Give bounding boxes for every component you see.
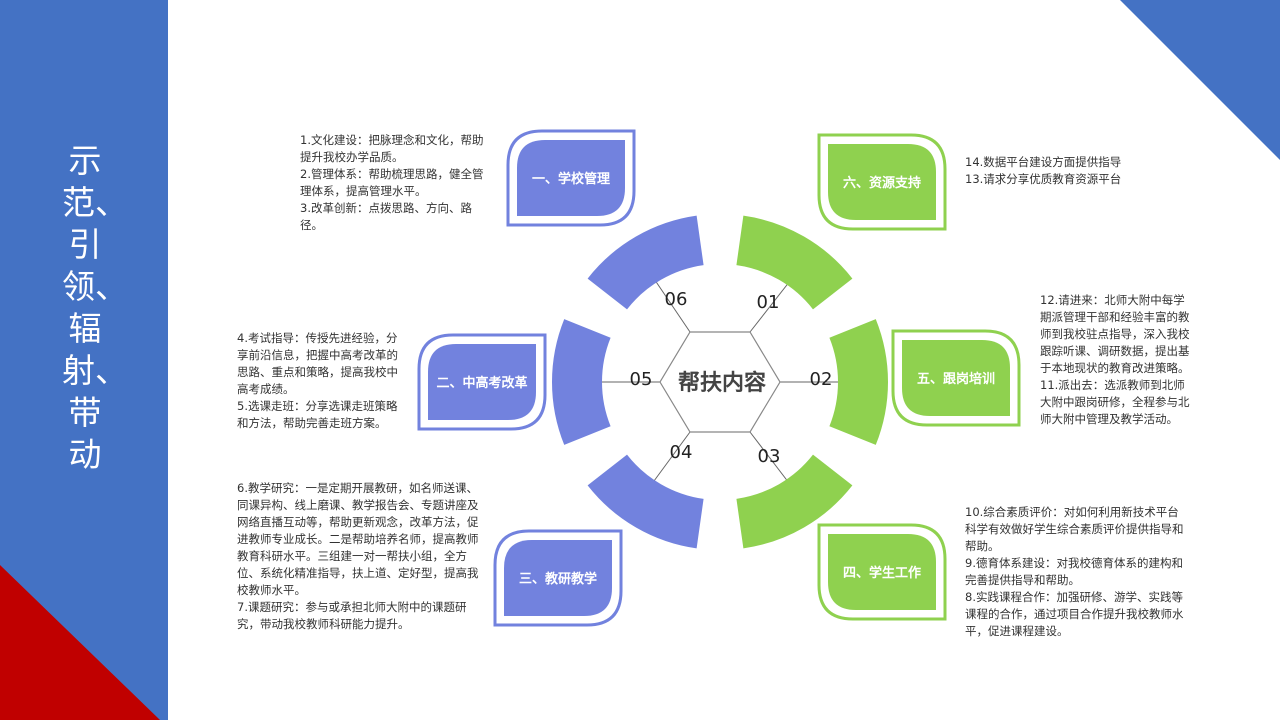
leaf-exam-reform: 二、中高考改革 xyxy=(417,333,547,431)
leaf-label-teaching-research: 三、教研教学 xyxy=(519,571,597,587)
leaf-label-student-work: 四、学生工作 xyxy=(843,565,921,581)
leaf-label-school-management: 一、学校管理 xyxy=(532,171,610,187)
arc-segment-04 xyxy=(587,454,704,549)
leaf-teaching-research: 三、教研教学 xyxy=(493,529,623,627)
sidebar: 示范、引领、辐射、带动 xyxy=(0,0,168,720)
desc-shadow-training: 12.请进来：北师大附中每学期派管理干部和经验丰富的教师到我校驻点指导，深入我校… xyxy=(1040,293,1190,426)
arc-segment-05 xyxy=(551,319,611,445)
arc-segment-03 xyxy=(736,454,853,549)
spoke-number-05: 05 xyxy=(630,369,653,390)
leaf-school-management: 一、学校管理 xyxy=(506,129,636,227)
desc-student-work: 10.综合素质评价：对如何利用新技术平台科学有效做好学生综合素质评价提供指导和帮… xyxy=(965,505,1184,638)
desc-school-management: 1.文化建设：把脉理念和文化，帮助提升我校办学品质。 2.管理体系：帮助梳理思路… xyxy=(300,133,484,232)
arc-segment-02 xyxy=(829,319,889,445)
spoke-number-06: 06 xyxy=(665,289,688,310)
desc-resource-support: 14.数据平台建设方面提供指导 13.请求分享优质教育资源平台 xyxy=(965,155,1122,186)
center-hexagon xyxy=(659,331,781,433)
leaf-resource-support: 六、资源支持 xyxy=(817,133,947,231)
leaf-label-exam-reform: 二、中高考改革 xyxy=(436,375,527,391)
top-right-corner-decoration xyxy=(1120,0,1280,160)
arc-segment-06 xyxy=(587,215,704,310)
desc-exam-reform: 4.考试指导：传授先进经验，分享前沿信息，把握中高考改革的思路、重点和策略，提高… xyxy=(237,331,398,430)
desc-teaching-research: 6.教学研究：一是定期开展教研，如名师送课、同课异构、线上磨课、教学报告会、专题… xyxy=(237,481,479,631)
leaf-label-resource-support: 六、资源支持 xyxy=(843,175,921,191)
spoke-number-04: 04 xyxy=(670,442,693,463)
spoke-number-02: 02 xyxy=(810,369,833,390)
sidebar-red-corner xyxy=(0,565,160,720)
leaf-shadow-training: 五、跟岗培训 xyxy=(891,329,1021,427)
leaf-student-work: 四、学生工作 xyxy=(817,523,947,621)
spoke-number-03: 03 xyxy=(758,446,781,467)
spoke-number-01: 01 xyxy=(757,292,780,313)
center-label: 帮扶内容 xyxy=(678,370,766,396)
arc-segment-01 xyxy=(736,215,853,310)
leaf-label-shadow-training: 五、跟岗培训 xyxy=(917,371,995,387)
